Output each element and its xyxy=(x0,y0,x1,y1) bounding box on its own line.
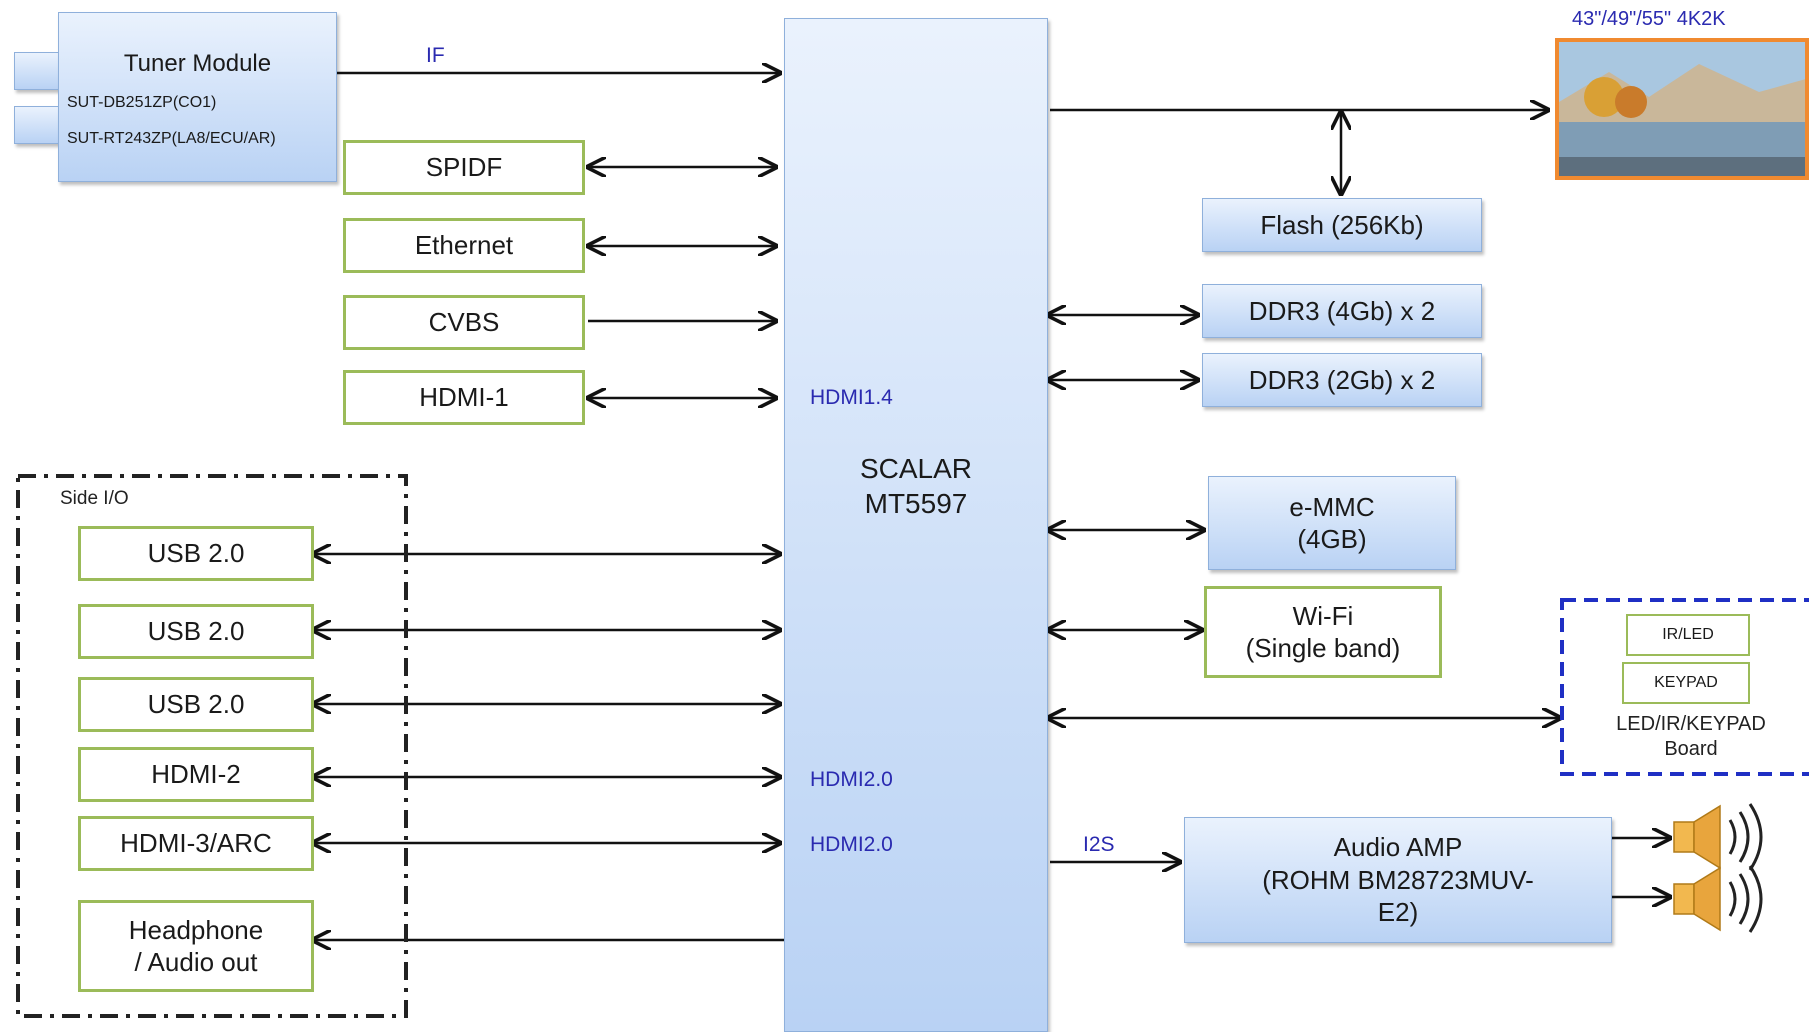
landscape-image xyxy=(1559,42,1809,180)
hdmi3-arc-port: HDMI-3/ARC xyxy=(78,816,314,871)
ir-led-block: IR/LED xyxy=(1626,614,1750,656)
scalar-chip: SCALAR MT5597 xyxy=(784,18,1048,1032)
headphone-label-1: Headphone xyxy=(129,914,263,947)
tuner-connector xyxy=(14,106,62,144)
ddr3-2gb-block: DDR3 (2Gb) x 2 xyxy=(1202,353,1482,407)
hdmi14-label: HDMI1.4 xyxy=(810,386,893,410)
tuner-model-1: SUT-DB251ZP(CO1) xyxy=(67,93,336,113)
hdmi1-block: HDMI-1 xyxy=(343,370,585,425)
cvbs-block: CVBS xyxy=(343,295,585,350)
spidf-block: SPIDF xyxy=(343,140,585,195)
emmc-size: (4GB) xyxy=(1297,523,1366,556)
ethernet-block: Ethernet xyxy=(343,218,585,273)
usb-port-1: USB 2.0 xyxy=(78,526,314,581)
wifi-block: Wi-Fi (Single band) xyxy=(1204,586,1442,678)
scalar-model: MT5597 xyxy=(860,486,972,521)
audio-amp-model-2: E2) xyxy=(1378,896,1418,929)
ddr3-4gb-block: DDR3 (4Gb) x 2 xyxy=(1202,284,1482,338)
tuner-title: Tuner Module xyxy=(59,49,336,79)
keypad-block: KEYPAD xyxy=(1622,662,1750,704)
tuner-connector xyxy=(14,52,62,90)
panel-size-label: 43"/49"/55" 4K2K xyxy=(1572,8,1726,31)
audio-amp-title: Audio AMP xyxy=(1334,831,1463,864)
keyboard-board-label-1: LED/IR/KEYPAD xyxy=(1588,712,1794,737)
usb-port-3: USB 2.0 xyxy=(78,677,314,732)
usb-port-2: USB 2.0 xyxy=(78,604,314,659)
hdmi20-label-b: HDMI2.0 xyxy=(810,833,893,857)
tv-panel-image xyxy=(1555,38,1809,180)
scalar-label: SCALAR xyxy=(860,451,972,486)
hdmi20-label-a: HDMI2.0 xyxy=(810,768,893,792)
i2s-label: I2S xyxy=(1083,833,1115,857)
speaker-icon xyxy=(1674,866,1761,932)
speakers xyxy=(1672,800,1782,950)
tuner-module: Tuner Module SUT-DB251ZP(CO1) SUT-RT243Z… xyxy=(58,12,337,182)
side-io-title: Side I/O xyxy=(60,488,129,510)
wifi-label: Wi-Fi xyxy=(1293,600,1354,633)
headphone-port: Headphone / Audio out xyxy=(78,900,314,992)
wifi-band: (Single band) xyxy=(1246,632,1401,665)
hdmi2-port: HDMI-2 xyxy=(78,747,314,802)
headphone-label-2: / Audio out xyxy=(135,946,258,979)
emmc-block: e-MMC (4GB) xyxy=(1208,476,1456,570)
tuner-model-2: SUT-RT243ZP(LA8/ECU/AR) xyxy=(67,129,336,149)
emmc-label: e-MMC xyxy=(1289,491,1374,524)
speaker-icon xyxy=(1674,804,1761,870)
if-label: IF xyxy=(426,44,445,68)
keyboard-board-label: LED/IR/KEYPAD Board xyxy=(1588,712,1794,762)
flash-block: Flash (256Kb) xyxy=(1202,198,1482,252)
audio-amp-block: Audio AMP (ROHM BM28723MUV- E2) xyxy=(1184,817,1612,943)
keyboard-board-label-2: Board xyxy=(1588,737,1794,762)
audio-amp-model-1: (ROHM BM28723MUV- xyxy=(1262,864,1534,897)
